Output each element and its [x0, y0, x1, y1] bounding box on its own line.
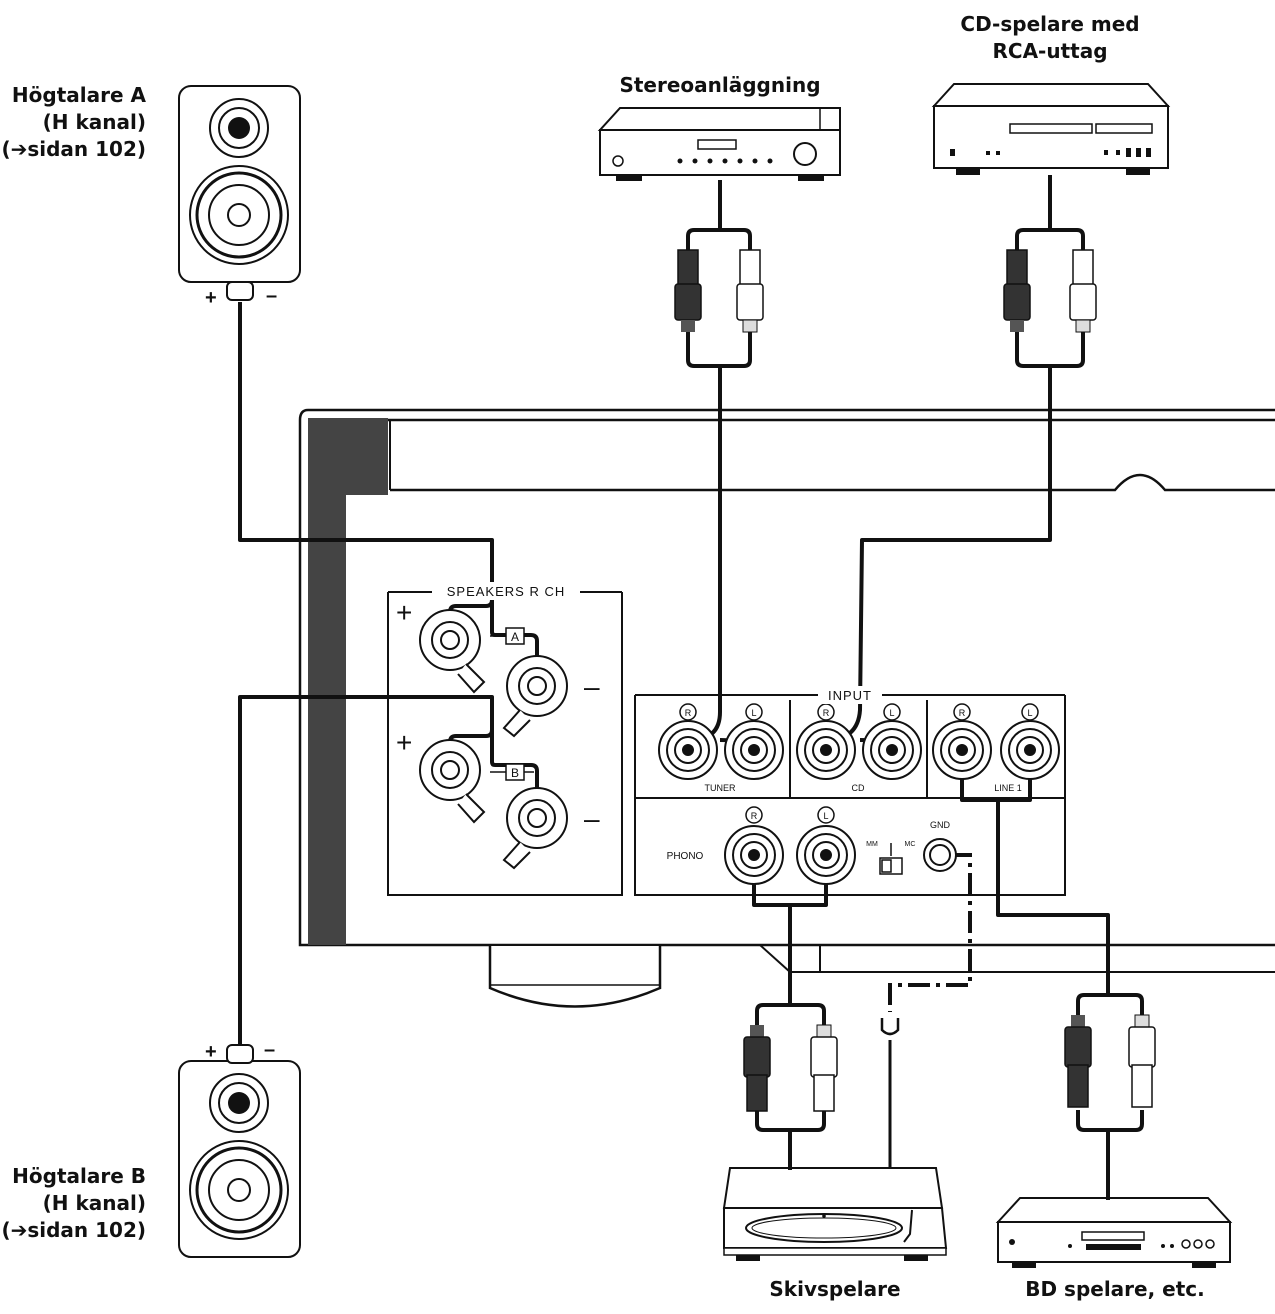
speaker-b-name: Högtalare B — [12, 1164, 146, 1188]
speaker-b-tag: B — [511, 766, 519, 780]
stereo-label-text: Stereoanläggning — [619, 73, 821, 97]
cd-player-device — [931, 83, 1171, 175]
speaker-terminals — [419, 609, 568, 870]
gnd-label: GND — [930, 820, 951, 830]
stereo-device — [597, 107, 841, 181]
amplifier-foot — [488, 946, 662, 1008]
bd-player-device — [995, 1197, 1233, 1268]
ground-cable — [880, 853, 972, 1168]
svg-text:–: – — [266, 285, 277, 307]
speaker-a-channel: (H kanal) — [42, 110, 146, 134]
panel-labels: SPEAKERS R CH A B INPUT R L R L R L R L … — [432, 582, 1033, 862]
speaker-a-cabinet — [178, 85, 301, 301]
speaker-a-name: Högtalare A — [11, 83, 146, 107]
mm-mc-switch — [879, 843, 903, 875]
speaker-b-cabinet — [178, 1044, 301, 1258]
phono-r: R — [751, 811, 758, 821]
speaker-b-channel: (H kanal) — [42, 1191, 146, 1215]
rca-jacks — [658, 720, 1060, 885]
turntable-label-text: Skivspelare — [769, 1277, 901, 1301]
phono-label: PHONO — [667, 851, 704, 862]
mm-label: MM — [866, 841, 878, 848]
amplifier-bottom-trim — [759, 944, 1275, 973]
bd-player-label-text: BD spelare, etc. — [1025, 1277, 1205, 1301]
speaker-b-page-ref: (➔sidan 102) — [1, 1218, 146, 1242]
svg-text:–: – — [264, 1039, 275, 1061]
line1-l: L — [1027, 708, 1032, 718]
tuner-label: TUNER — [705, 783, 736, 793]
speaker-a-page-ref: (➔sidan 102) — [1, 137, 146, 161]
bd-player-label: BD spelare, etc. — [1010, 1276, 1220, 1303]
line1-r: R — [959, 708, 966, 718]
svg-text:+: + — [205, 287, 217, 309]
speaker-a-label: Högtalare A (H kanal) (➔sidan 102) — [0, 82, 146, 163]
svg-text:+: + — [396, 727, 412, 758]
tuner-l: L — [751, 708, 756, 718]
amplifier-rear-panel — [298, 408, 1275, 947]
cd-l: L — [889, 708, 894, 718]
cd-player-label: CD-spelare med RCA-uttag — [930, 11, 1170, 65]
panel-dark-corner — [308, 418, 388, 945]
speaker-terminal-panel — [387, 591, 623, 896]
turntable-label: Skivspelare — [735, 1276, 935, 1303]
mc-label: MC — [905, 841, 916, 848]
rca-plugs — [674, 249, 1156, 1112]
speaker-a-tag: A — [511, 630, 519, 644]
svg-text:+: + — [205, 1041, 217, 1063]
phono-l: L — [823, 811, 828, 821]
tuner-r: R — [685, 708, 692, 718]
speakers-title: SPEAKERS R CH — [447, 584, 565, 599]
speaker-polarity-marks: + – + – — [205, 285, 277, 1063]
input-title: INPUT — [828, 688, 872, 703]
stereo-label: Stereoanläggning — [590, 72, 850, 99]
svg-text:–: – — [584, 671, 600, 702]
cd-label: CD — [852, 783, 865, 793]
line1-label: LINE 1 — [994, 783, 1022, 793]
terminal-tag-lines — [490, 627, 534, 781]
cd-player-label-line1: CD-spelare med — [960, 12, 1140, 36]
svg-text:+: + — [396, 597, 412, 628]
speaker-b-label: Högtalare B (H kanal) (➔sidan 102) — [0, 1163, 146, 1244]
turntable-device — [722, 1167, 948, 1261]
speaker-terminal-marks: + – + – — [396, 597, 600, 834]
svg-text:–: – — [584, 803, 600, 834]
cd-player-label-line2: RCA-uttag — [992, 39, 1108, 63]
cd-r: R — [823, 708, 830, 718]
